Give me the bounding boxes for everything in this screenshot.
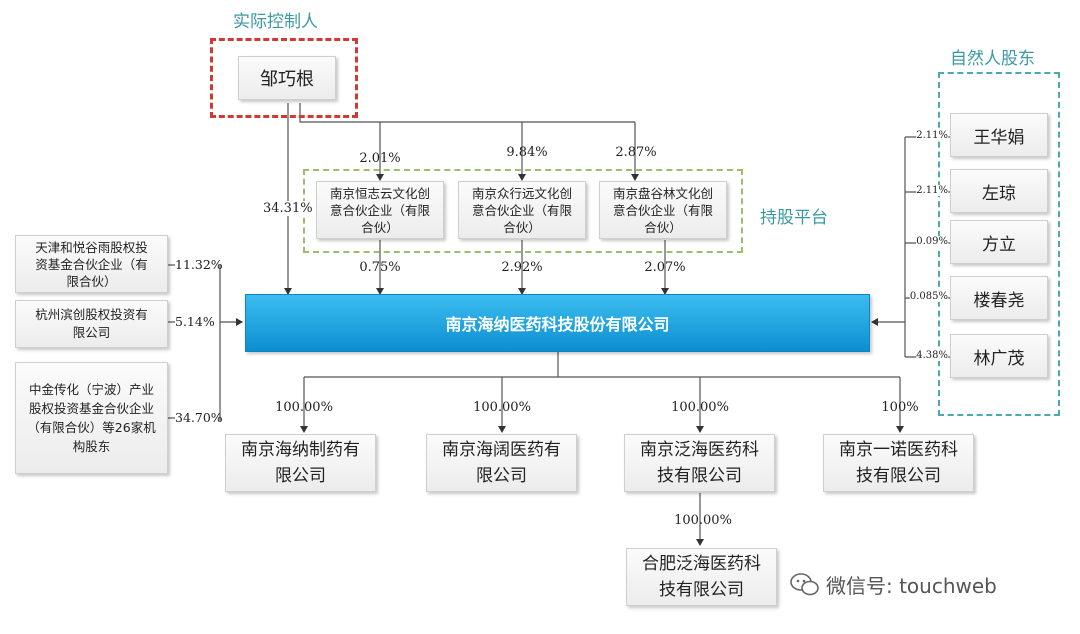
sub-subsidiary-line: 合肥泛海医药科	[642, 554, 761, 574]
natural-holder-1-name: 王华娟	[973, 127, 1025, 148]
left-holder-2-line: 杭州滨创股权投资有	[35, 307, 148, 322]
platform-1-in-pct: 2.01%	[359, 151, 401, 166]
left-holder-3-line: 中金传化（宁波）产业	[28, 382, 154, 397]
natural-holder-1-pct: 2.11%	[916, 130, 948, 141]
platform-box-3: 南京盘谷林文化创 意合伙企业（有限 合伙）	[599, 181, 727, 239]
platform-2-out-pct: 2.92%	[501, 260, 543, 275]
subsidiary-4-pct: 100%	[881, 400, 919, 415]
controller-box: 邹巧根	[238, 56, 336, 100]
subsidiary-2: 南京海阔医药有 限公司	[426, 434, 577, 492]
platform-1-out-pct: 0.75%	[359, 260, 401, 275]
main-company-name: 南京海纳医药科技股份有限公司	[445, 315, 670, 334]
platform-group-title: 持股平台	[760, 208, 828, 228]
subsidiary-1-line: 南京海纳制药有	[241, 440, 360, 460]
platform-3-line: 南京盘谷林文化创	[612, 185, 713, 201]
left-holder-3-line: 股权投资基金合伙企业	[28, 401, 154, 416]
subsidiary-3-line: 技有限公司	[657, 466, 742, 486]
subsidiary-2-line: 限公司	[476, 466, 527, 486]
left-holder-2-pct: 5.14%	[175, 314, 215, 329]
main-company-box: 南京海纳医药科技股份有限公司	[245, 294, 870, 352]
natural-holder-3-pct: 0.09%	[916, 236, 948, 247]
natural-holder-4-pct: 0.085%	[909, 291, 948, 302]
natural-holder-4-name: 楼春尧	[973, 290, 1025, 311]
platform-1-line: 意合伙企业（有限	[329, 202, 430, 218]
watermark: 微信号: touchweb	[790, 570, 997, 599]
platform-3-line: 合伙）	[644, 219, 682, 235]
natural-holder-5: 林广茂	[950, 334, 1048, 378]
subsidiary-1: 南京海纳制药有 限公司	[225, 434, 376, 492]
left-holder-1: 天津和悦谷雨股权投 资基金合伙企业（有 限合伙）	[15, 235, 168, 293]
left-holder-3-line: （有限合伙）等26家机	[27, 420, 156, 435]
controller-name: 邹巧根	[260, 69, 314, 90]
platform-3-in-pct: 2.87%	[615, 145, 657, 160]
natural-holder-4: 楼春尧	[950, 276, 1048, 320]
natural-holder-3-name: 方立	[982, 234, 1016, 255]
platform-2-in-pct: 9.84%	[506, 145, 548, 160]
natural-holder-1: 王华娟	[950, 113, 1048, 157]
watermark-text: 微信号: touchweb	[826, 574, 997, 598]
left-holder-3-line: 构股东	[72, 439, 111, 454]
platform-1-line: 合伙）	[361, 219, 399, 235]
platform-3-out-pct: 2.07%	[644, 260, 686, 275]
natural-group-title: 自然人股东	[950, 49, 1035, 69]
natural-holder-2-name: 左琼	[982, 183, 1016, 204]
platform-box-1: 南京恒志云文化创 意合伙企业（有限 合伙）	[316, 181, 444, 239]
subsidiary-2-pct: 100.00%	[473, 400, 531, 415]
left-holder-3-pct: 34.70%	[175, 410, 223, 425]
left-holder-2: 杭州滨创股权投资有 限公司	[15, 300, 168, 348]
subsidiary-4-line: 技有限公司	[856, 466, 941, 486]
natural-holder-2-pct: 2.11%	[916, 185, 948, 196]
platform-2-line: 合伙）	[503, 219, 541, 235]
subsidiary-4: 南京一诺医药科 技有限公司	[823, 434, 974, 492]
left-holder-1-pct: 11.32%	[175, 257, 223, 272]
platform-1-line: 南京恒志云文化创	[329, 185, 430, 201]
subsidiary-1-pct: 100.00%	[275, 400, 333, 415]
left-holder-1-line: 限合伙）	[66, 273, 117, 289]
subsidiary-3: 南京泛海医药科 技有限公司	[624, 434, 775, 492]
sub-subsidiary-line: 技有限公司	[659, 580, 744, 600]
controller-frame	[210, 38, 358, 118]
platform-2-line: 意合伙企业（有限	[471, 202, 572, 218]
sub-subsidiary-pct: 100.00%	[674, 513, 732, 528]
natural-holder-2: 左琼	[950, 169, 1048, 213]
platform-3-line: 意合伙企业（有限	[612, 202, 713, 218]
left-holder-2-line: 限公司	[72, 325, 111, 340]
platform-2-line: 南京众行远文化创	[471, 185, 572, 201]
controller-group-title: 实际控制人	[233, 12, 318, 32]
natural-holder-5-name: 林广茂	[973, 348, 1025, 369]
natural-holder-5-pct: 4.38%	[916, 350, 948, 361]
natural-holder-3: 方立	[950, 220, 1048, 264]
sub-subsidiary: 合肥泛海医药科 技有限公司	[626, 548, 777, 606]
subsidiary-2-line: 南京海阔医药有	[442, 440, 561, 460]
left-holder-3: 中金传化（宁波）产业 股权投资基金合伙企业 （有限合伙）等26家机 构股东	[15, 362, 168, 474]
subsidiary-4-line: 南京一诺医药科	[839, 440, 958, 460]
controller-direct-pct: 34.31%	[263, 201, 313, 216]
wechat-icon	[790, 572, 819, 595]
left-holder-1-line: 资基金合伙企业（有	[35, 256, 148, 272]
subsidiary-3-pct: 100.00%	[671, 400, 729, 415]
subsidiary-3-line: 南京泛海医药科	[640, 440, 759, 460]
platform-box-2: 南京众行远文化创 意合伙企业（有限 合伙）	[458, 181, 586, 239]
left-holder-1-line: 天津和悦谷雨股权投	[35, 239, 148, 255]
subsidiary-1-line: 限公司	[275, 466, 326, 486]
